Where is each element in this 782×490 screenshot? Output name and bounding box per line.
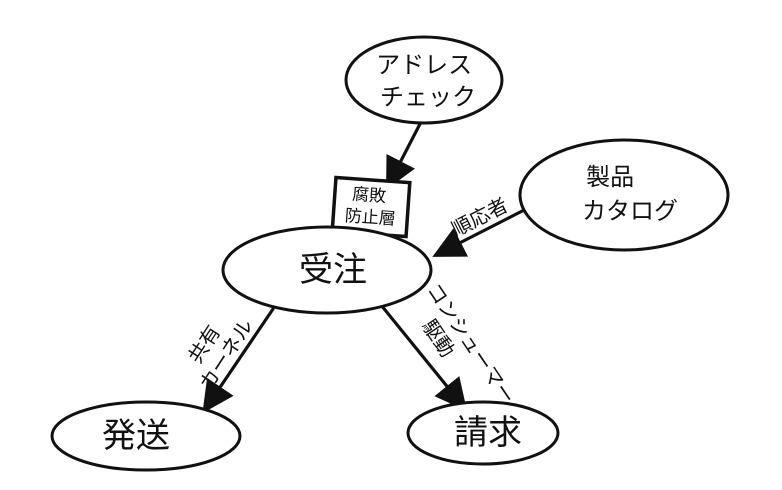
node-billing-label: 請求 [454,413,522,453]
anti-corruption-layer: 腐敗 防止層 [330,175,412,239]
node-billing-label-line-1: 請求 [454,413,522,453]
relation-catalog-to-ordering-line [432,204,534,257]
relation-address-to-ordering-line [386,118,424,190]
node-address-check: アドレス チェック [344,35,504,125]
node-product-catalog-label-line-1: 製品 [586,163,634,191]
node-billing-shape [406,400,560,466]
relation-address-to-ordering [386,118,424,190]
node-address-check-label-line-1: アドレス [376,51,472,79]
node-address-check-label: アドレス チェック [376,51,480,111]
node-shipping-label-line-1: 発送 [102,416,170,456]
relation-catalog-to-ordering: 順応者 [432,192,534,257]
node-address-check-label-line-2: チェック [380,83,476,111]
node-product-catalog-label-line-2: カタログ [582,197,678,225]
node-ordering-shape [221,225,433,315]
node-product-catalog-shape [518,138,730,252]
relation-ordering-to-shipping-line [202,307,275,414]
node-shipping-label: 発送 [102,416,170,456]
node-shipping: 発送 [50,400,242,472]
anti-corruption-layer-label: 腐敗 防止層 [344,184,398,229]
node-address-check-shape [344,35,504,125]
node-billing: 請求 [406,400,560,466]
relation-ordering-to-billing-line [379,303,468,411]
node-ordering-label: 受注 [299,250,367,290]
node-product-catalog-label: 製品 カタログ [582,163,678,225]
node-shipping-shape [50,400,242,472]
anti-corruption-layer-label-line-2: 防止層 [344,206,396,230]
node-product-catalog: 製品 カタログ [518,138,730,252]
node-ordering: 受注 [221,225,433,315]
node-ordering-label-line-1: 受注 [299,250,367,290]
anti-corruption-layer-label-line-1: 腐敗 [351,185,386,207]
relation-ordering-to-shipping: 共有 カーネル [183,307,275,414]
